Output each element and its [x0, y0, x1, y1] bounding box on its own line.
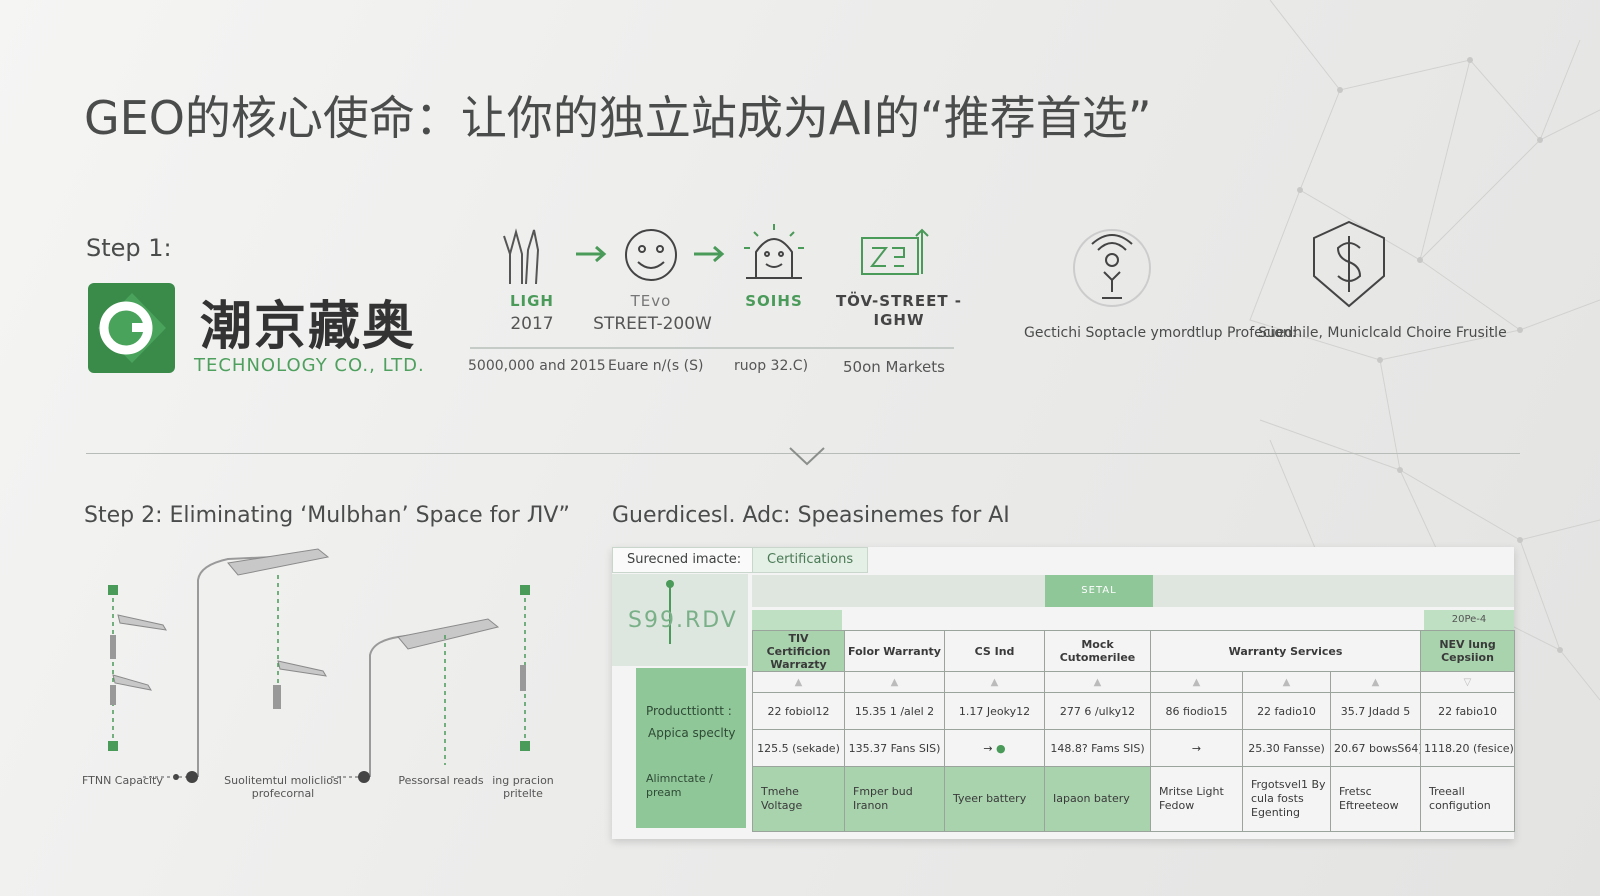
- triangle-icon: ▲: [944, 671, 1045, 693]
- table-cell: Tmehe Voltage: [752, 766, 845, 832]
- company-name: 潮京藏奥: [200, 297, 417, 357]
- divider: [470, 347, 954, 349]
- arrow-right-icon: [576, 245, 607, 263]
- street-light-illustration: [108, 548, 530, 783]
- pole-caption-2: Suolitemtul molicliosl profecornal: [224, 774, 342, 800]
- flow-label-1: LIGH: [509, 292, 554, 310]
- flow-label-2: TEvo: [630, 292, 672, 310]
- feature-caption-1: Gectichi Soptacle ymordtlup Profecion:: [1024, 325, 1297, 341]
- banner-cell-left: [752, 610, 842, 630]
- feature-caption-2: Suedhile, Municlcald Choire Frusitle: [1258, 325, 1507, 341]
- table-cell: 148.8? Fams SIS): [1044, 729, 1151, 767]
- table-cell: Tyeer battery: [944, 766, 1045, 832]
- triangle-icon: ▲: [844, 671, 945, 693]
- triangle-icon: ▲: [1242, 671, 1331, 693]
- table-cell: 277 6 /ulky12: [1044, 692, 1151, 730]
- col-header: CS Ind: [944, 630, 1045, 672]
- table-cell: →: [1150, 729, 1243, 767]
- flow-sub-2: STREET-200W: [593, 314, 712, 334]
- triangle-icon: ▲: [1150, 671, 1243, 693]
- table-cell: 125.5 (sekade): [752, 729, 845, 767]
- table-cell: Frgotsvel1 By cula fosts Egenting: [1242, 766, 1331, 832]
- col-header: NEV lung Cepsiion: [1420, 630, 1516, 672]
- signal-person-icon: [1068, 228, 1156, 310]
- tab-certifications[interactable]: Certifications: [752, 547, 869, 573]
- chevron-down-icon: [789, 447, 825, 466]
- table-cell: 22 fobiol12: [752, 692, 845, 730]
- step2-label: Step 2: Eliminating ‘Mulbhan’ Space for …: [84, 503, 570, 528]
- flow-sub-1: 2017: [510, 314, 554, 334]
- col-header: Warranty Services: [1149, 630, 1422, 672]
- tab-screened-image[interactable]: Surecned imacte:: [612, 547, 757, 573]
- stat-1: 5000,000 and 2015: [468, 358, 606, 374]
- table-cell: → ●: [944, 729, 1045, 767]
- company-logo: [88, 283, 175, 373]
- left-label-column: Producttiontt : Appica speclty Alimnctat…: [636, 668, 746, 828]
- banner-cell-right: 20Pe-4: [1424, 610, 1514, 630]
- table-cell: 1.17 Jeoky12: [944, 692, 1045, 730]
- product-code: S99.RDV: [628, 608, 738, 633]
- arrow-icon: →: [983, 741, 993, 755]
- company-subtitle: TECHNOLOGY CO., LTD.: [194, 355, 425, 376]
- table-cell: 15.35 1 /alel 2: [844, 692, 945, 730]
- logo-mark-icon: [98, 293, 166, 363]
- lamp-face-icon: [734, 222, 814, 284]
- arrow-icon: →: [1191, 741, 1202, 755]
- section-divider: [86, 453, 1520, 454]
- chart-icon: [858, 224, 938, 286]
- stat-3: ruop 32.C): [734, 358, 809, 374]
- row-label-1: Producttiontt :: [646, 704, 732, 718]
- table-cell: 22 fabio10: [1420, 692, 1516, 730]
- table-cell: 86 fiodio15: [1150, 692, 1243, 730]
- arrow-right-icon: [694, 245, 725, 263]
- hands-icon: [492, 224, 572, 286]
- stat-2: Euare n/(s (S): [608, 358, 704, 374]
- pole-caption-3: Pessorsal reads: [398, 774, 484, 787]
- triangle-icon: ▽: [1420, 671, 1516, 693]
- col-header: Folor Warranty: [844, 630, 945, 672]
- table-cell: Mritse Light Fedow: [1150, 766, 1243, 832]
- table-cell: 35.7 Jdadd 5: [1329, 692, 1422, 730]
- flow-label-3: SOIHS: [745, 292, 803, 310]
- spec-table: TIV Certificion Warrazty Folor Warranty …: [752, 630, 1516, 832]
- page-title: GEO的核心使命：让你的独立站成为AI的“推荐首选”: [84, 91, 1152, 145]
- table-cell: 1118.20 (fesice): [1420, 729, 1516, 767]
- table-cell: Iapaon batery: [1044, 766, 1151, 832]
- product-thumb: S99.RDV: [612, 574, 748, 666]
- pole-caption-1: FTNN Capacity: [82, 774, 163, 787]
- spec-heading: Guerdicesl. Adc: Speasinemes for AI: [612, 503, 1010, 528]
- table-cell: 135.37 Fans SIS): [844, 729, 945, 767]
- triangle-icon: ▲: [1044, 671, 1151, 693]
- table-cell: 20.67 bowsS64): [1329, 729, 1422, 767]
- table-cell: Fmper bud Iranon: [844, 766, 945, 832]
- flow-label-4: TÖV-STREET -IGHW: [835, 292, 963, 329]
- table-cell: Treeall configution: [1420, 766, 1516, 832]
- banner-tab: SETAL: [1045, 575, 1153, 607]
- table-cell: 22 fadio10: [1242, 692, 1331, 730]
- shield-dollar-icon: [1304, 218, 1394, 310]
- table-cell: 25.30 Fansse): [1242, 729, 1331, 767]
- triangle-icon: ▲: [1329, 671, 1422, 693]
- face-icon: [611, 224, 691, 286]
- stat-4: 50on Markets: [843, 358, 945, 376]
- col-header: TIV Certificion Warrazty: [752, 630, 845, 672]
- row-label-2: Appica speclty: [648, 726, 736, 740]
- triangle-icon: ▲: [752, 671, 845, 693]
- row-label-3: Alimnctate / pream: [646, 772, 713, 799]
- col-header: Mock Cutomerilee: [1044, 630, 1151, 672]
- check-badge-icon: ●: [996, 741, 1006, 755]
- table-cell: Fretsc Eftreeteow: [1329, 766, 1422, 832]
- step1-label: Step 1:: [86, 234, 172, 262]
- pole-caption-4: ing pracion pritelte: [492, 774, 554, 800]
